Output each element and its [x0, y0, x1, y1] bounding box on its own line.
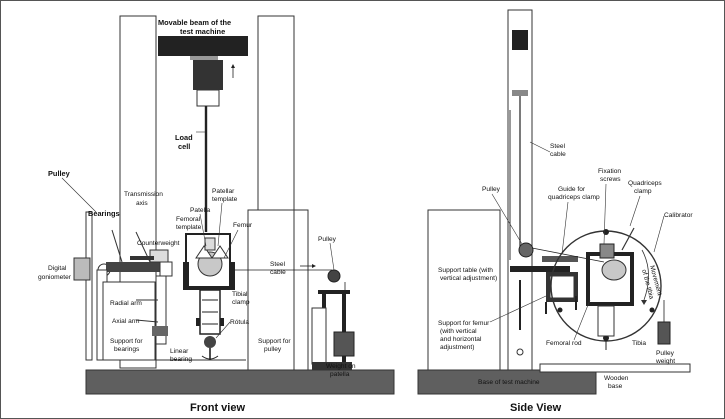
label-base-machine: Base of test machine [478, 379, 540, 386]
pulley-weight [657, 321, 671, 345]
label-side-steel-cable-2: cable [550, 151, 566, 158]
label-femoral-rod: Femoral rod [546, 340, 582, 347]
label-axial-arm: Axial arm [112, 318, 140, 325]
label-femoral-template-1: Femoral [176, 216, 201, 223]
label-bearings: Bearings [88, 209, 120, 218]
label-weight-patella-1: Weight on [326, 363, 356, 370]
pulley-right [327, 269, 341, 283]
label-support-femur-4: adjustment) [440, 344, 474, 351]
label-movable-beam-2: test machine [180, 27, 225, 36]
label-guide-1: Guide for [558, 186, 586, 193]
label-support-femur-3: and horizontal [440, 336, 482, 343]
support-table [510, 266, 570, 272]
label-fixation-2: screws [600, 176, 621, 183]
label-pulley-weight-1: Pulley [656, 350, 675, 357]
weight-on-patella [333, 331, 355, 357]
side-tibia [597, 305, 615, 337]
label-support-bearings-2: bearings [114, 346, 140, 353]
label-tibial-clamp-2: clamp [232, 299, 250, 306]
label-tibial-clamp-1: Tibial [232, 291, 248, 298]
load-cell [193, 60, 223, 90]
label-fixation-1: Fixation [598, 168, 621, 175]
label-wooden-2: base [608, 383, 623, 390]
label-quad-clamp-2: clamp [634, 188, 652, 195]
label-steel-cable-2: cable [270, 269, 286, 276]
label-linear-bearing-1: Linear [170, 348, 189, 355]
label-support-table-1: Support table (with [438, 267, 493, 274]
label-wooden-1: Wooden [604, 375, 629, 382]
label-femoral-template-2: template [176, 224, 202, 231]
label-transmission-2: axis [136, 200, 148, 207]
label-linear-bearing-2: bearing [170, 356, 192, 363]
front-labels: Movable beam of the test machine Load ce… [38, 18, 356, 414]
side-view [417, 9, 691, 395]
movable-beam [158, 36, 248, 56]
label-femur: Femur [233, 222, 253, 229]
label-quad-clamp-1: Quadriceps [628, 180, 662, 187]
label-steel-cable-1: Steel [270, 261, 286, 268]
goniometer-post [85, 211, 93, 361]
label-patellar-template-2: template [212, 196, 238, 203]
label-side-steel-cable-1: Steel [550, 143, 566, 150]
side-pulley [518, 242, 534, 258]
label-support-bearings-1: Support for [110, 338, 143, 345]
label-counterweight: Counterweight [137, 240, 180, 247]
label-transmission-1: Transmission [124, 191, 163, 198]
label-support-table-2: vertical adjustment) [440, 275, 497, 282]
label-side-pulley: Pulley [482, 186, 501, 193]
label-patella: Patella [190, 207, 210, 214]
front-view [73, 15, 395, 395]
side-base-machine [417, 369, 597, 395]
label-movable-beam-1: Movable beam of the [158, 18, 231, 27]
label-load-cell-2: cell [178, 142, 190, 151]
label-pulley-left: Pulley [48, 169, 71, 178]
label-rotula: Rótula [230, 319, 249, 326]
label-support-pulley-2: pulley [264, 346, 282, 353]
front-base [85, 369, 395, 395]
label-patellar-template-1: Patellar [212, 188, 235, 195]
label-goniometer-1: Digital [48, 265, 67, 272]
label-goniometer-2: goniometer [38, 274, 72, 281]
label-tibia: Tibia [632, 340, 646, 347]
label-weight-patella-2: patella [330, 371, 350, 378]
label-radial-arm: Radial arm [110, 300, 142, 307]
side-femur [601, 259, 627, 281]
label-pulley-weight-2: weight [655, 358, 675, 365]
support-for-pulley [311, 307, 327, 365]
caption-front-view: Front view [190, 402, 245, 414]
label-load-cell-1: Load [175, 133, 193, 142]
caption-side-view: Side View [510, 402, 562, 414]
label-support-femur-2: (with vertical [440, 328, 477, 335]
label-support-pulley-1: Support for [258, 338, 291, 345]
label-calibrator: Calibrator [664, 212, 693, 219]
label-pulley-right: Pulley [318, 236, 337, 243]
side-wooden-base [539, 363, 691, 373]
label-support-femur-1: Support for femur [438, 320, 490, 327]
steel-cable-side [531, 247, 605, 263]
label-guide-2: quadriceps clamp [548, 194, 600, 201]
